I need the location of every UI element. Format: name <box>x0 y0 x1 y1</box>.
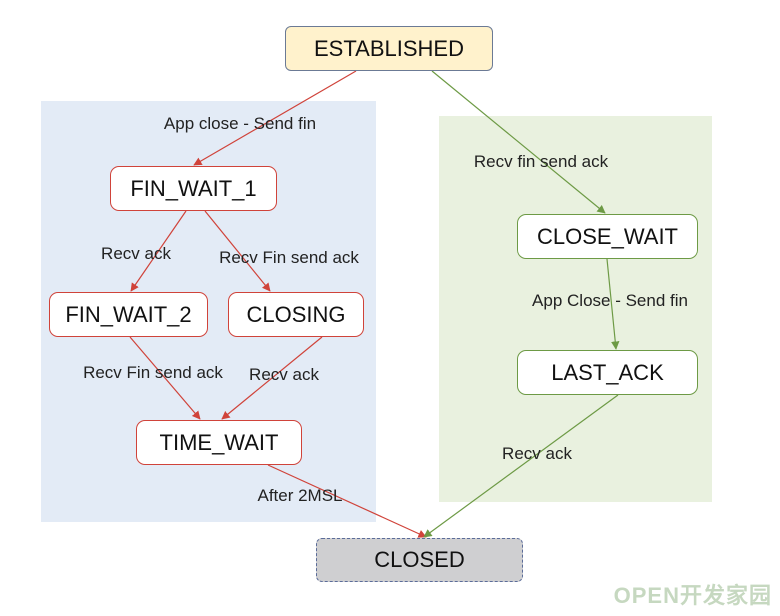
edge-label-app-close-send-fin: App close - Send fin <box>163 114 317 133</box>
state-closed: CLOSED <box>316 538 523 582</box>
edge-label-recv-ack-2: Recv ack <box>249 365 319 384</box>
edge-label-recv-fin-send-ack-1: Recv Fin send ack <box>219 248 359 267</box>
edge-label-recv-ack-1: Recv ack <box>101 244 171 263</box>
state-time-wait: TIME_WAIT <box>136 420 302 465</box>
state-close-wait: CLOSE_WAIT <box>517 214 698 259</box>
state-closing: CLOSING <box>228 292 364 337</box>
edge-label-app-close-send-fin-2: App Close - Send fin <box>532 291 688 310</box>
edge-label-recv-fin-send-ack-3: Recv fin send ack <box>473 152 609 171</box>
edge-label-recv-ack-3: Recv ack <box>502 444 572 463</box>
state-fin-wait-2: FIN_WAIT_2 <box>49 292 208 337</box>
state-last-ack: LAST_ACK <box>517 350 698 395</box>
watermark-logo: OPEN开发家园 <box>613 583 772 608</box>
state-fin-wait-1: FIN_WAIT_1 <box>110 166 277 211</box>
edge-label-after-2msl: After 2MSL <box>257 486 343 505</box>
state-established: ESTABLISHED <box>285 26 493 71</box>
edge-label-recv-fin-send-ack-2: Recv Fin send ack <box>83 363 223 382</box>
